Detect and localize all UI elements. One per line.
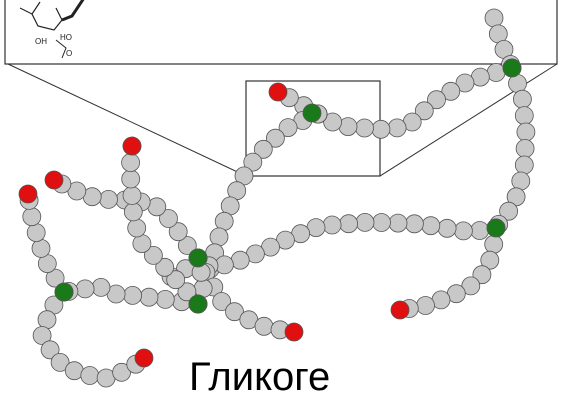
- residue-51: [404, 214, 424, 234]
- branch-point-5: [54, 282, 74, 302]
- residue-62: [230, 250, 250, 270]
- residue-123: [32, 326, 52, 345]
- residue-10: [414, 101, 434, 121]
- chain-end-2: [44, 170, 64, 190]
- residue-77: [159, 209, 178, 228]
- residue-12: [387, 118, 407, 138]
- residue-37: [513, 89, 532, 109]
- residue-68: [472, 265, 492, 285]
- branch-point-2: [486, 218, 506, 238]
- residue-48: [453, 221, 473, 241]
- residue-114: [127, 218, 147, 238]
- chemical-structure-fragment: OH HO O: [19, 0, 85, 59]
- residue-110: [166, 270, 186, 290]
- zoom-callout: OH HO O: [4, 0, 558, 177]
- residue-8: [441, 81, 461, 101]
- residue-38: [514, 106, 534, 125]
- residue-102: [91, 277, 111, 297]
- residue-25: [253, 139, 273, 159]
- residue-132: [45, 268, 65, 288]
- residue-31: [209, 227, 229, 247]
- residue-9: [427, 90, 446, 110]
- chain-end-1: [122, 136, 142, 156]
- residue-127: [80, 366, 100, 385]
- chain-end-4: [284, 322, 304, 342]
- glycogen-chains: [18, 8, 536, 388]
- residue-103: [75, 279, 95, 299]
- residue-56: [322, 215, 342, 235]
- inset-frame: [4, 0, 558, 65]
- residue-16: [323, 112, 343, 132]
- residue-75: [177, 236, 197, 255]
- residue-5: [486, 63, 506, 82]
- residue-14: [355, 118, 374, 138]
- residue-100: [123, 285, 143, 305]
- residue-81: [99, 189, 118, 209]
- residue-76: [168, 222, 188, 242]
- inset-label-middle: HO: [60, 33, 72, 42]
- residue-39: [516, 122, 536, 142]
- residue-52: [388, 213, 408, 233]
- chain-end-5: [390, 300, 410, 320]
- residue-24: [265, 128, 285, 148]
- residue-118: [121, 153, 141, 173]
- residue-135: [26, 223, 46, 243]
- residue-115: [123, 202, 143, 222]
- branch-point-3: [188, 248, 208, 268]
- residue-91: [254, 316, 274, 336]
- residue-40: [515, 139, 535, 158]
- residue-42: [511, 171, 531, 191]
- residue-129: [112, 362, 131, 382]
- residue-88: [212, 292, 232, 311]
- residue-47: [470, 221, 490, 240]
- residue-7: [455, 73, 475, 93]
- residue-89: [225, 302, 244, 322]
- residue-112: [143, 245, 163, 265]
- inset-label-left: OH: [35, 37, 47, 46]
- residue-122: [37, 310, 57, 330]
- residue-26: [243, 152, 263, 172]
- residue-136: [22, 207, 42, 227]
- glycogen-diagram: OH HO O: [4, 0, 558, 388]
- branch-point-0: [502, 58, 522, 78]
- residue-41: [514, 155, 534, 175]
- residue-44: [499, 201, 519, 221]
- residue-134: [31, 238, 51, 258]
- branch-point-1: [302, 103, 322, 123]
- residue-66: [484, 234, 504, 254]
- chain-end-3: [18, 184, 38, 204]
- residue-23: [278, 118, 298, 137]
- chain-end-0: [268, 82, 288, 102]
- residue-124: [40, 340, 60, 360]
- callout-line-right: [379, 63, 558, 177]
- residue-67: [480, 250, 500, 270]
- callout-line-left: [7, 63, 247, 177]
- residue-53: [372, 213, 391, 232]
- residue-125: [50, 352, 70, 372]
- residue-54: [355, 212, 375, 232]
- residue-72: [416, 296, 435, 315]
- residue-111: [155, 257, 175, 277]
- residue-106: [193, 278, 213, 298]
- residue-98: [155, 289, 175, 309]
- residue-69: [461, 276, 481, 296]
- branch-point-4: [188, 294, 208, 314]
- residue-116: [122, 186, 142, 205]
- residue-117: [121, 169, 141, 189]
- residue-49: [437, 218, 457, 238]
- residue-99: [139, 287, 159, 307]
- inset-label-right: O: [66, 49, 72, 58]
- residue-0: [484, 8, 504, 28]
- residue-55: [339, 214, 359, 234]
- residue-109: [177, 282, 197, 302]
- chain-end-6: [134, 348, 154, 368]
- residue-78: [147, 197, 167, 217]
- residue-50: [421, 216, 441, 236]
- residue-13: [371, 119, 391, 139]
